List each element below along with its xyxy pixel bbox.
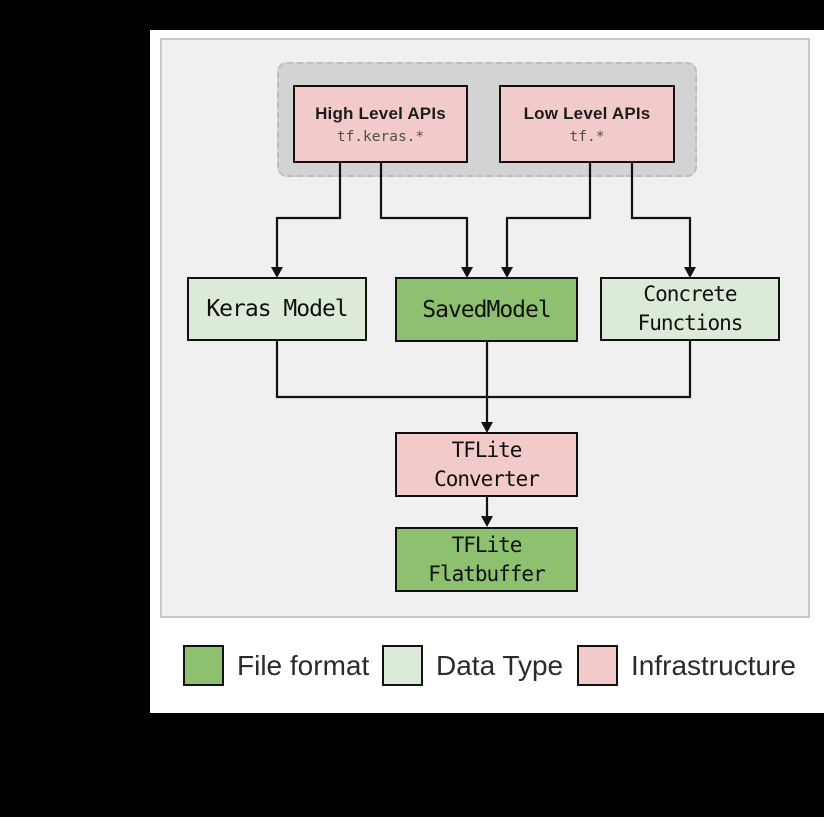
edge-high-level-to-saved-model	[379, 163, 473, 278]
legend-item-file-format: File format	[183, 645, 369, 686]
legend-item-infrastructure: Infrastructure	[577, 645, 796, 686]
diagram-panel: High Level APIs tf.keras.* Low Level API…	[160, 38, 810, 618]
low-level-apis-title: Low Level APIs	[523, 103, 651, 123]
tflite-converter-label-line1: TFLite	[451, 437, 523, 462]
low-level-apis-code: tf.*	[569, 128, 605, 145]
node-tflite-converter: TFLite Converter	[395, 432, 578, 497]
edge-low-level-to-saved-model	[501, 163, 592, 278]
tflite-flatbuffer-label-line1: TFLite	[451, 532, 523, 557]
legend-swatch-infrastructure	[577, 645, 618, 686]
edge-low-level-to-concrete-functions	[630, 163, 696, 278]
keras-model-label: Keras Model	[206, 296, 348, 322]
legend-item-data-type: Data Type	[382, 645, 563, 686]
legend-swatch-file-format	[183, 645, 224, 686]
tflite-converter-label-line2: Converter	[434, 466, 540, 491]
node-saved-model: SavedModel	[395, 277, 578, 342]
saved-model-label: SavedModel	[422, 296, 551, 323]
legend-swatch-data-type	[382, 645, 423, 686]
tflite-flatbuffer-label-line2: Flatbuffer	[428, 561, 545, 586]
high-level-apis-title: High Level APIs	[315, 103, 446, 123]
high-level-apis-code: tf.keras.*	[336, 128, 425, 145]
edge-collector-to-converter	[275, 341, 692, 433]
legend-label-data-type: Data Type	[436, 649, 564, 681]
edge-converter-to-flatbuffer	[481, 497, 493, 527]
concrete-functions-label-line2: Functions	[637, 311, 744, 335]
node-high-level-apis: High Level APIs tf.keras.*	[293, 85, 468, 163]
concrete-functions-label-line1: Concrete	[643, 282, 737, 306]
node-concrete-functions: Concrete Functions	[600, 277, 780, 341]
legend-label-infrastructure: Infrastructure	[631, 649, 796, 681]
node-low-level-apis: Low Level APIs tf.*	[499, 85, 675, 163]
legend-label-file-format: File format	[237, 649, 370, 681]
node-tflite-flatbuffer: TFLite Flatbuffer	[395, 527, 578, 592]
node-keras-model: Keras Model	[187, 277, 367, 341]
edge-high-level-to-keras-model	[271, 163, 342, 278]
diagram-card: High Level APIs tf.keras.* Low Level API…	[150, 30, 824, 713]
